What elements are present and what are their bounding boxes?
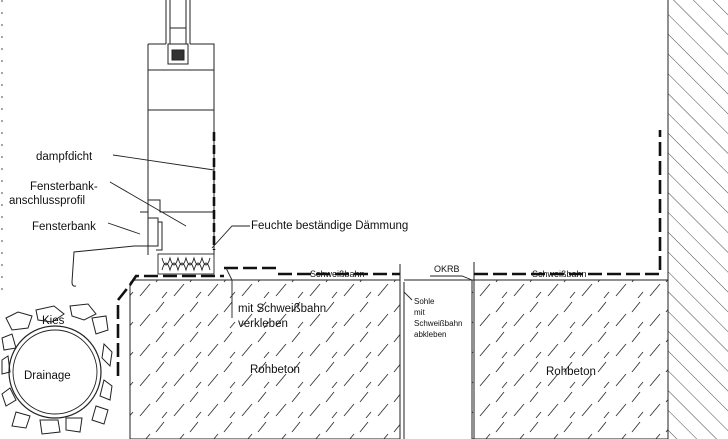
label-schweissbahn-left: Schweißbahn (310, 269, 365, 279)
label-kies: Kies (42, 315, 65, 327)
drainage-area (1, 303, 113, 435)
drainage-pipe-inner (12, 329, 98, 415)
label-fensterbank: Fensterbank (32, 221, 96, 233)
label-okrb: OKRB (434, 264, 460, 274)
label-sohle-2: mit (414, 308, 425, 317)
label-sohle-4: abkleben (414, 330, 446, 339)
label-drainage: Drainage (24, 370, 71, 382)
label-dampfdicht: dampfdicht (36, 151, 93, 163)
drainage-pipe (8, 325, 102, 419)
label-rohbeton-left: Rohbeton (250, 364, 300, 376)
label-sohle-3: Schweißbahn (414, 319, 462, 328)
label-anschlussprofil-1: Fensterbank- (30, 181, 98, 193)
label-anschlussprofil-2: anschlussprofil (9, 195, 85, 207)
label-verkleben-1: mit Schweißbahn (238, 303, 326, 315)
label-daemmung: Feuchte beständige Dämmung (251, 220, 408, 232)
schweissbahn-membrane (116, 130, 662, 376)
label-schweissbahn-right: Schweißbahn (532, 269, 587, 279)
right-slab (471, 262, 669, 439)
label-verkleben-2: verkleben (238, 318, 288, 330)
label-sohle-1: Sohle (414, 297, 435, 306)
leader-lines (107, 154, 473, 318)
insulation (157, 253, 215, 275)
right-wall (667, 0, 728, 439)
fensterbank-profile (71, 211, 163, 287)
label-rohbeton-right: Rohbeton (546, 366, 596, 378)
sohle-gap (399, 264, 405, 439)
window-frame (147, 0, 215, 255)
